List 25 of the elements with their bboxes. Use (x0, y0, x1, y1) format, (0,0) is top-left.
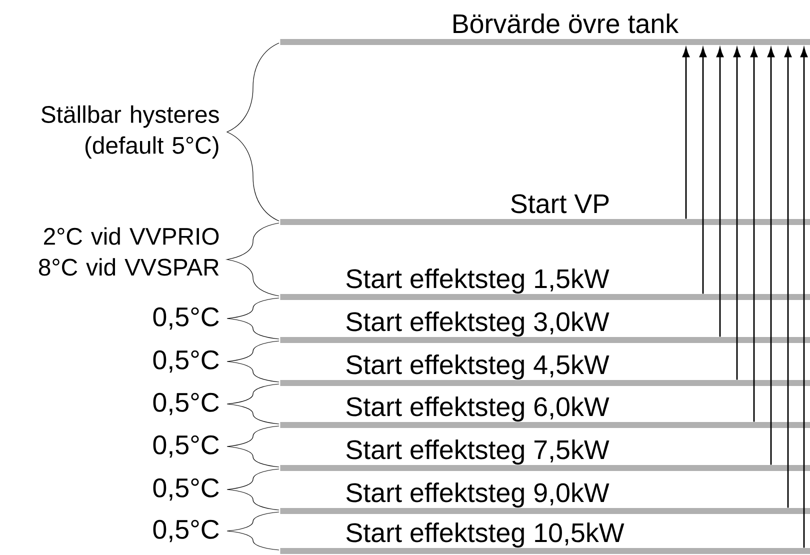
temperature-label: 0,5°C (153, 392, 219, 416)
temperature-label: 0,5°C (153, 350, 219, 373)
level-line: Start effektsteg 3,0kW (280, 312, 810, 343)
temperature-label: 2°C vid VVPRIO 8°C vid VVSPAR (38, 227, 219, 276)
arrow (699, 48, 707, 294)
temperature-label: Ställbar hysteres (default 5°C) (41, 105, 219, 159)
arrow (784, 48, 792, 508)
temperature-label: 0,5°C (153, 478, 219, 501)
arrow (800, 48, 808, 548)
arrow (716, 48, 724, 337)
temperature-label: 0,5°C (153, 520, 219, 542)
level-line: Start effektsteg 7,5kW (280, 440, 810, 471)
level-line: Start effektsteg 6,0kW (280, 396, 810, 428)
arrow (733, 48, 741, 380)
arrow (750, 48, 758, 422)
level-line: Start effektsteg 1,5kW (280, 268, 810, 300)
arrow (682, 48, 690, 219)
temperature-label: 0,5°C (153, 307, 219, 330)
level-line: Börvärde övre tank (280, 14, 810, 45)
level-line: Start VP (280, 194, 810, 225)
level-line: Start effektsteg 10,5kW (280, 522, 810, 554)
level-line: Start effektsteg 4,5kW (280, 354, 810, 386)
temperature-label: 0,5°C (153, 435, 219, 458)
arrow (767, 48, 775, 465)
level-line: Start effektsteg 9,0kW (280, 482, 810, 514)
